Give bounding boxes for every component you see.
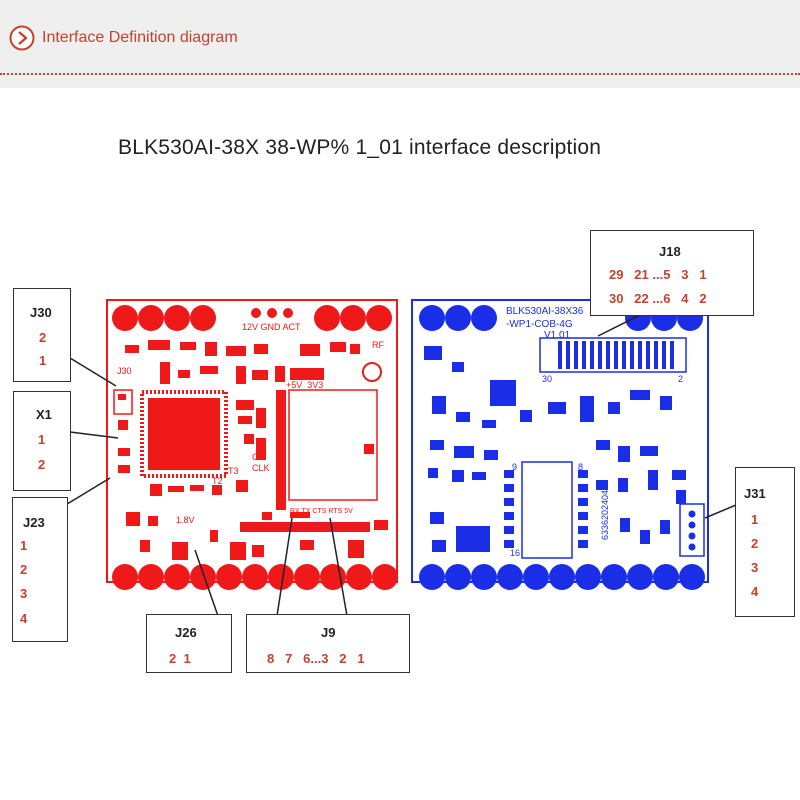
blue-board-pin30: 30 (542, 374, 553, 384)
blue-board-code: 6336202404 (600, 489, 610, 540)
blue-board-version: V1.01 (544, 330, 571, 341)
blue-board-model-line1: BLK530AI-38X36 (506, 306, 584, 317)
play-arrow-icon (9, 25, 35, 51)
red-board-1v8-silk: 1.8V (176, 515, 195, 525)
j9-pins: 8 7 6...3 2 1 (267, 651, 365, 666)
red-board-t2-silk: T2 (212, 476, 223, 486)
blue-board-pin8: 8 (578, 462, 584, 472)
header-title: Interface Definition diagram (42, 29, 238, 46)
j26-pins: 2 1 (169, 651, 191, 666)
red-board-led-labels: 12V GND ACT (242, 322, 301, 332)
x1-callout: X1 1 2 (13, 391, 71, 491)
j30-pin-2: 2 (39, 330, 47, 345)
diagram-title: BLK530AI-38X 38-WP% 1_01 interface descr… (118, 136, 602, 159)
j18-even-pins: 30 22 ...6 4 2 (609, 291, 707, 306)
j23-pin-3: 3 (20, 586, 28, 601)
red-board-clk-silk: CLK (252, 463, 270, 473)
red-board-power-silk: +5V_3V3 (286, 380, 324, 390)
j23-pin-2: 2 (20, 562, 28, 577)
j23-pin-4: 4 (20, 611, 28, 626)
blue-board (411, 299, 709, 590)
j9-callout: J9 8 7 6...3 2 1 (246, 614, 410, 673)
j26-callout: J26 2 1 (146, 614, 232, 673)
red-board-j30-silk: J30 (117, 366, 132, 376)
red-board-ck-silk: CK (252, 452, 265, 462)
j30-callout: J30 2 1 (13, 288, 71, 382)
j18-odd-pins: 29 21 ...5 3 1 (609, 267, 707, 282)
header-divider (0, 73, 800, 75)
j30-label: J30 (30, 305, 52, 320)
j31-label: J31 (744, 486, 766, 501)
x1-pin-2: 2 (38, 457, 46, 472)
j18-label: J18 (659, 244, 681, 259)
red-board-t3-silk: T3 (228, 466, 239, 476)
j23-callout: J23 1 2 3 4 (12, 497, 68, 642)
j31-pin-1: 1 (751, 512, 759, 527)
blue-board-pin9: 9 (512, 462, 518, 472)
red-board (106, 299, 398, 590)
blue-board-model-line2: -WP1-COB-4G (506, 319, 573, 330)
j23-pin-1: 1 (20, 538, 28, 553)
red-board-uart-silk: RX TX CTS RTS 5V (290, 508, 353, 515)
header-bar: Interface Definition diagram (0, 0, 800, 88)
x1-label: X1 (36, 407, 52, 422)
j31-pin-4: 4 (751, 584, 759, 599)
j18-callout: J18 29 21 ...5 3 1 30 22 ...6 4 2 (590, 230, 754, 316)
j31-pin-2: 2 (751, 536, 759, 551)
blue-board-pin16: 16 (510, 548, 521, 558)
j30-pin-1: 1 (39, 353, 47, 368)
j9-label: J9 (321, 625, 336, 640)
blue-board-pin2: 2 (678, 374, 684, 384)
j31-pin-3: 3 (751, 560, 759, 575)
j23-label: J23 (23, 515, 45, 530)
j31-callout: J31 1 2 3 4 (735, 467, 795, 617)
j26-label: J26 (175, 625, 197, 640)
x1-pin-1: 1 (38, 432, 46, 447)
red-board-rf-label: RF (372, 340, 384, 350)
